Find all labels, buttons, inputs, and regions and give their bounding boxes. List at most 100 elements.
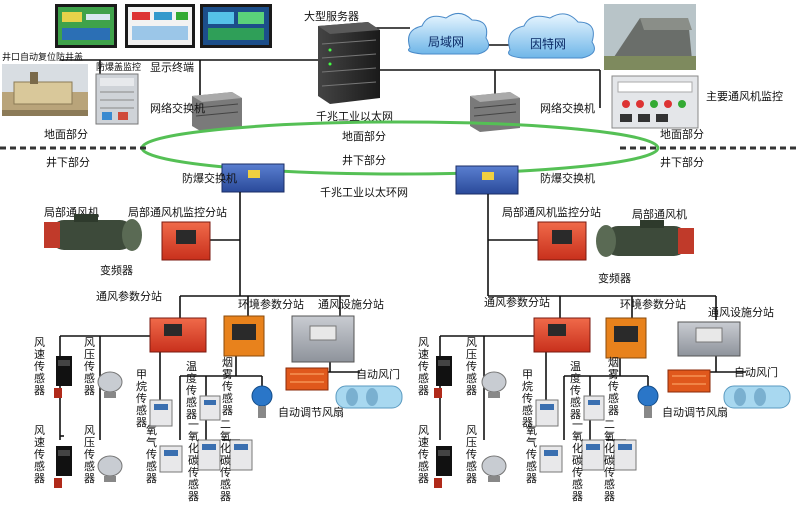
- env-param-substation-left-label: 环境参数分站: [238, 297, 304, 311]
- explosion-switch-right-label: 防爆交换机: [540, 171, 595, 185]
- smoke-sensor-right: [637, 385, 659, 418]
- wellhead-cover: 井口自动复位防井盖: [2, 51, 88, 116]
- large-server-label: 大型服务器: [304, 9, 359, 23]
- gigabit-ring-network: [140, 120, 660, 176]
- local-fan-right: [596, 220, 694, 257]
- methane-sensor-left: [149, 399, 173, 427]
- vent-param-substation-left-label: 通风参数分站: [96, 289, 162, 303]
- wellhead-cover-label: 井口自动复位防井盖: [2, 51, 83, 63]
- env-param-substation-left: [223, 315, 265, 357]
- inverter-right-label: 变频器: [598, 271, 631, 285]
- auto-damper-right: [723, 385, 791, 409]
- co2-sensor-right: [613, 439, 637, 471]
- ground-underground-divider: 地面部分 井下部分 地面部分 井下部分 地面部分 井下部分: [0, 127, 800, 169]
- ground-part-right-label: 地面部分: [660, 127, 704, 141]
- gigabit-ring-label: 千兆工业以太环网: [320, 186, 408, 199]
- co-sensor-left: [197, 439, 221, 471]
- local-fan-substation-right-label: 局部通风机监控分站: [502, 205, 601, 219]
- wind-speed-sensor-right-2: [434, 446, 452, 488]
- co2-sensor-right-label: 二氧化碳传感器: [604, 418, 615, 503]
- auto-damper-left-label: 自动调节风扇: [278, 405, 344, 419]
- main-fan-monitor-label: 主要通风机监控: [706, 89, 783, 103]
- explosion-cover-monitor: 防爆盖监控: [95, 61, 141, 125]
- env-param-substation-right: [605, 317, 647, 359]
- explosion-cover-monitor-label: 防爆盖监控: [96, 61, 141, 73]
- explosion-switch-left-label: 防爆交换机: [182, 171, 237, 185]
- smoke-sensor-left: [251, 385, 273, 418]
- underground-part-left-label: 井下部分: [46, 155, 90, 169]
- lan-cloud: 局域网: [408, 13, 490, 55]
- wind-speed-sensor-left-2-label: 风速传感器: [34, 424, 45, 485]
- auto-door-right: [667, 369, 711, 393]
- main-fan-monitor-panel: 主要通风机监控: [611, 75, 783, 129]
- oxygen-sensor-right: [539, 445, 563, 473]
- local-fan-right-label: 局部通风机: [632, 207, 687, 221]
- wind-pressure-sensor-left-2-label: 风压传感器: [84, 424, 95, 485]
- methane-sensor-right: [535, 399, 559, 427]
- wind-speed-sensor-left-1: [54, 356, 72, 398]
- ground-part-left-label: 地面部分: [44, 127, 88, 141]
- large-server: 大型服务器: [304, 9, 380, 104]
- vent-facility-substation-left-label: 通风设施分站: [318, 297, 384, 311]
- display-terminal: 显示终端: [55, 4, 272, 74]
- explosion-switch-left: 防爆交换机: [182, 163, 285, 193]
- local-fan-substation-left-label: 局部通风机监控分站: [128, 205, 227, 219]
- vent-facility-substation-left: [291, 315, 355, 363]
- wind-pressure-sensor-left-2: [97, 455, 123, 482]
- vertical-sensor-labels: 风速传感器风压传感器风速传感器风压传感器甲烷传感器温度传感器烟雾传感器氧气传感器…: [34, 336, 619, 503]
- local-fan-left: [44, 214, 142, 251]
- underground-part-center-label: 井下部分: [342, 153, 386, 167]
- wind-pressure-sensor-right-2-label: 风压传感器: [466, 424, 477, 485]
- smoke-sensor-left-label: 烟雾传感器: [222, 355, 233, 417]
- wind-speed-sensor-right-1: [434, 356, 452, 398]
- local-fan-substation-left: [161, 221, 211, 261]
- local-fan-substation-right: [537, 221, 587, 261]
- explosion-switch-right: 防爆交换机: [455, 165, 595, 195]
- vent-param-substation-right: [533, 317, 591, 353]
- smoke-sensor-right-label: 烟雾传感器: [608, 355, 619, 417]
- gigabit-ethernet-label: 千兆工业以太网: [316, 110, 393, 123]
- co-sensor-right-label: 一氧化碳传感器: [572, 418, 583, 503]
- co-sensor-right: [581, 439, 605, 471]
- methane-sensor-left-label: 甲烷传感器: [136, 368, 147, 429]
- wind-pressure-sensor-left-1: [97, 371, 123, 398]
- vent-facility-substation-right: [677, 321, 741, 357]
- env-param-substation-right-label: 环境参数分站: [620, 297, 686, 311]
- auto-damper-right-label: 自动调节风扇: [662, 405, 728, 419]
- wind-pressure-sensor-left-1-label: 风压传感器: [84, 336, 95, 397]
- underground-part-right-label: 井下部分: [660, 155, 704, 169]
- temperature-sensor-right: [583, 395, 605, 421]
- display-terminal-label: 显示终端: [150, 60, 194, 74]
- oxygen-sensor-left-label: 氧气传感器: [146, 423, 157, 485]
- ground-part-center-label: 地面部分: [342, 129, 386, 143]
- internet-label: 因特网: [530, 36, 566, 51]
- vent-param-substation-right-label: 通风参数分站: [484, 295, 550, 309]
- wind-speed-sensor-right-1-label: 风速传感器: [418, 336, 429, 397]
- wind-pressure-sensor-right-2: [481, 455, 507, 482]
- wind-pressure-sensor-right-1-label: 风压传感器: [466, 336, 477, 397]
- lan-label: 局域网: [428, 35, 464, 49]
- temperature-sensor-left: [199, 395, 221, 421]
- network-switch-left-label-1: 网络交换机: [150, 101, 205, 115]
- main-fan-photo: [604, 4, 696, 70]
- network-switch-left: 网络交换机: [150, 92, 242, 132]
- vent-facility-substation-right-label: 通风设施分站: [708, 305, 774, 319]
- wind-speed-sensor-left-1-label: 风速传感器: [34, 336, 45, 397]
- auto-door-left: [285, 367, 329, 391]
- internet-cloud: 因特网: [508, 13, 595, 59]
- temperature-sensor-left-label: 温度传感器: [186, 360, 197, 421]
- vent-param-substation-left: [149, 317, 207, 353]
- co2-sensor-left-label: 二氧化碳传感器: [220, 418, 231, 503]
- wind-speed-sensor-right-2-label: 风速传感器: [418, 424, 429, 485]
- wind-pressure-sensor-right-1: [481, 371, 507, 398]
- auto-damper-left: [335, 385, 403, 409]
- co-sensor-left-label: 一氧化碳传感器: [188, 418, 199, 503]
- inverter-left-label: 变频器: [100, 263, 133, 277]
- wind-speed-sensor-left-2: [54, 446, 72, 488]
- methane-sensor-right-label: 甲烷传感器: [522, 368, 533, 429]
- oxygen-sensor-right-label: 氧气传感器: [526, 423, 537, 485]
- oxygen-sensor-left: [159, 445, 183, 473]
- auto-door-right-label: 自动风门: [734, 365, 778, 379]
- co2-sensor-left: [229, 439, 253, 471]
